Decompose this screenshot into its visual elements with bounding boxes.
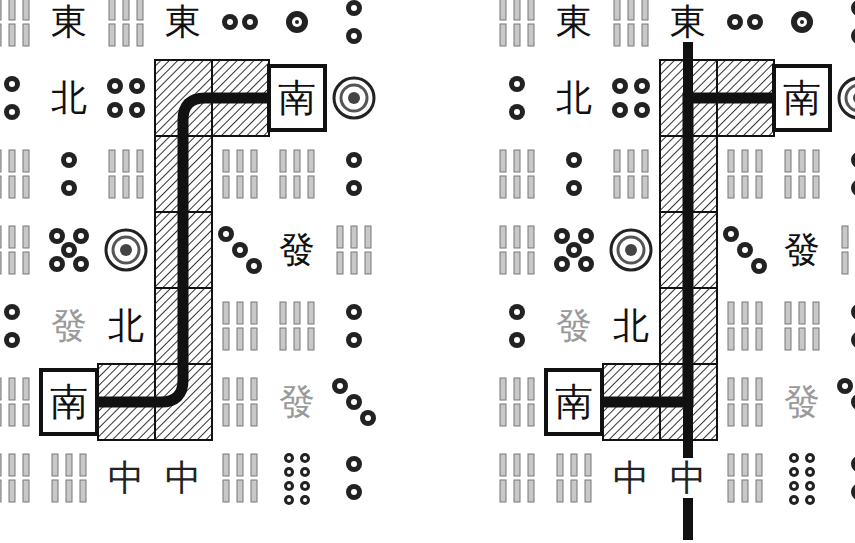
tile-character: 發 [277,230,317,270]
tile-character: 南 [783,79,821,117]
selected-tile: 南 [267,64,327,132]
right-board [500,0,855,505]
tile-character: 中 [163,458,203,498]
tile-character: 東 [554,2,594,42]
tile-character: 北 [554,78,594,118]
tile-character: 北 [611,306,651,346]
tile-character: 南 [555,383,593,421]
tile-character: 中 [106,458,146,498]
tile-character: 東 [49,2,89,42]
selected-tile: 南 [544,368,604,436]
tile-character: 發 [49,306,89,346]
tile-character: 南 [50,383,88,421]
tile-character: 中 [668,458,708,498]
tile-character: 發 [554,306,594,346]
match-path [604,98,772,402]
tile-character: 東 [668,2,708,42]
tile-character: 發 [277,382,317,422]
tile-character: 發 [782,230,822,270]
left-board [0,0,376,505]
tile-character: 南 [278,79,316,117]
selected-tile: 南 [772,64,832,132]
tile-character: 北 [106,306,146,346]
match-path [99,98,267,402]
tile-character: 發 [782,382,822,422]
tile-character: 東 [163,2,203,42]
tile-character: 中 [611,458,651,498]
tile-character: 北 [49,78,89,118]
selected-tile: 南 [39,368,99,436]
